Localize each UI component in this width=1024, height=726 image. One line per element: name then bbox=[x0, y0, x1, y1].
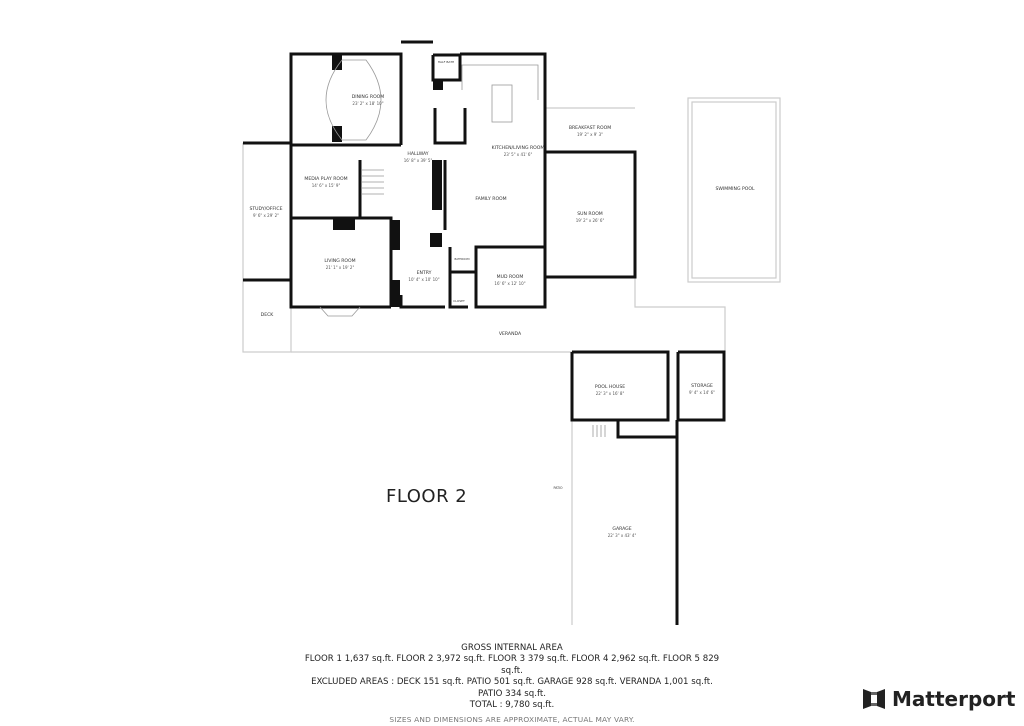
room-dimensions: 10' 4" x 10' 10" bbox=[408, 277, 440, 282]
room-veranda: VERANDA bbox=[499, 332, 521, 338]
room-pool: SWIMMING POOL bbox=[715, 187, 754, 193]
room-half-bath: HALF BATH bbox=[438, 59, 455, 65]
matterport-logo-icon bbox=[863, 689, 885, 709]
brand-name: Matterport bbox=[892, 687, 1016, 711]
room-patio: PATIO bbox=[553, 485, 562, 491]
room-dimensions: 16' 6" x 12' 10" bbox=[494, 281, 526, 286]
room-dimensions: 19' 2" x 9' 3" bbox=[576, 132, 604, 137]
room-name: DINING ROOM bbox=[351, 95, 385, 100]
brand-logo: Matterport bbox=[862, 687, 1015, 711]
walls bbox=[243, 40, 726, 625]
floor-title: FLOOR 2 bbox=[386, 486, 468, 507]
room-dimensions: 9' 6" x 29' 2" bbox=[252, 213, 280, 218]
room-dimensions: 14' 6" x 15' 9" bbox=[311, 183, 341, 188]
room-deck: DECK bbox=[261, 313, 274, 319]
fixtures bbox=[319, 59, 606, 437]
room-dimensions: 9' 4" x 14' 6" bbox=[688, 390, 716, 395]
room-name: DECK bbox=[260, 313, 274, 318]
room-name: POOL HOUSE bbox=[594, 385, 626, 390]
room-dimensions: 21' 1" x 19' 2" bbox=[325, 265, 355, 270]
outdoor-outlines bbox=[242, 97, 781, 625]
room-family: FAMILY ROOM bbox=[475, 197, 506, 203]
room-dimensions: 23' 2" x 18' 10" bbox=[352, 101, 384, 106]
room-name: VERANDA bbox=[498, 332, 522, 337]
room-name: HALLWAY bbox=[407, 152, 429, 157]
pool-outline bbox=[687, 97, 781, 283]
room-name: HALF BATH bbox=[437, 60, 455, 64]
room-name: BATHROOM bbox=[454, 258, 470, 261]
area-summary: GROSS INTERNAL AREA FLOOR 1 1,637 sq.ft.… bbox=[300, 643, 724, 726]
room-name: CLOSET bbox=[453, 299, 465, 303]
room-dimensions: 22' 3" x 43' 4" bbox=[607, 533, 637, 538]
room-dimensions: 19' 2" x 26' 6" bbox=[575, 218, 605, 223]
room-name: MEDIA PLAY ROOM bbox=[304, 177, 348, 182]
room-dimensions: 22' 3" x 16' 8" bbox=[595, 391, 625, 396]
dining-oval bbox=[325, 59, 382, 141]
kitchen-island bbox=[491, 84, 513, 123]
disclaimer: SIZES AND DIMENSIONS ARE APPROXIMATE, AC… bbox=[389, 715, 635, 725]
room-name: GARAGE bbox=[612, 527, 632, 532]
room-name: STUDY/OFFICE bbox=[249, 207, 283, 212]
room-name: PATIO bbox=[553, 486, 563, 490]
room-closet: CLOSET bbox=[453, 298, 465, 304]
wall-blocks bbox=[332, 54, 443, 307]
room-name: STORAGE bbox=[691, 384, 713, 389]
summary-excluded: EXCLUDED AREAS : DECK 151 sq.ft. PATIO 5… bbox=[311, 677, 713, 699]
room-name: SWIMMING POOL bbox=[715, 187, 755, 192]
room-name: SUN ROOM bbox=[577, 212, 603, 217]
room-dimensions: 16' 8" x 39' 5" bbox=[403, 158, 433, 163]
summary-total: TOTAL : 9,780 sq.ft. bbox=[469, 700, 555, 711]
room-name: KITCHEN/LIVING ROOM bbox=[491, 146, 545, 151]
room-dimensions: 23' 5" x 41' 6" bbox=[503, 152, 533, 157]
room-name: LIVING ROOM bbox=[324, 259, 356, 264]
room-name: FAMILY ROOM bbox=[475, 197, 507, 202]
summary-floors: FLOOR 1 1,637 sq.ft. FLOOR 2 3,972 sq.ft… bbox=[304, 654, 720, 676]
room-name: ENTRY bbox=[416, 271, 432, 276]
summary-heading: GROSS INTERNAL AREA bbox=[461, 643, 563, 653]
room-bathroom: BATHROOM bbox=[454, 257, 469, 263]
room-name: MUD ROOM bbox=[496, 275, 524, 280]
room-name: BREAKFAST ROOM bbox=[568, 126, 612, 131]
